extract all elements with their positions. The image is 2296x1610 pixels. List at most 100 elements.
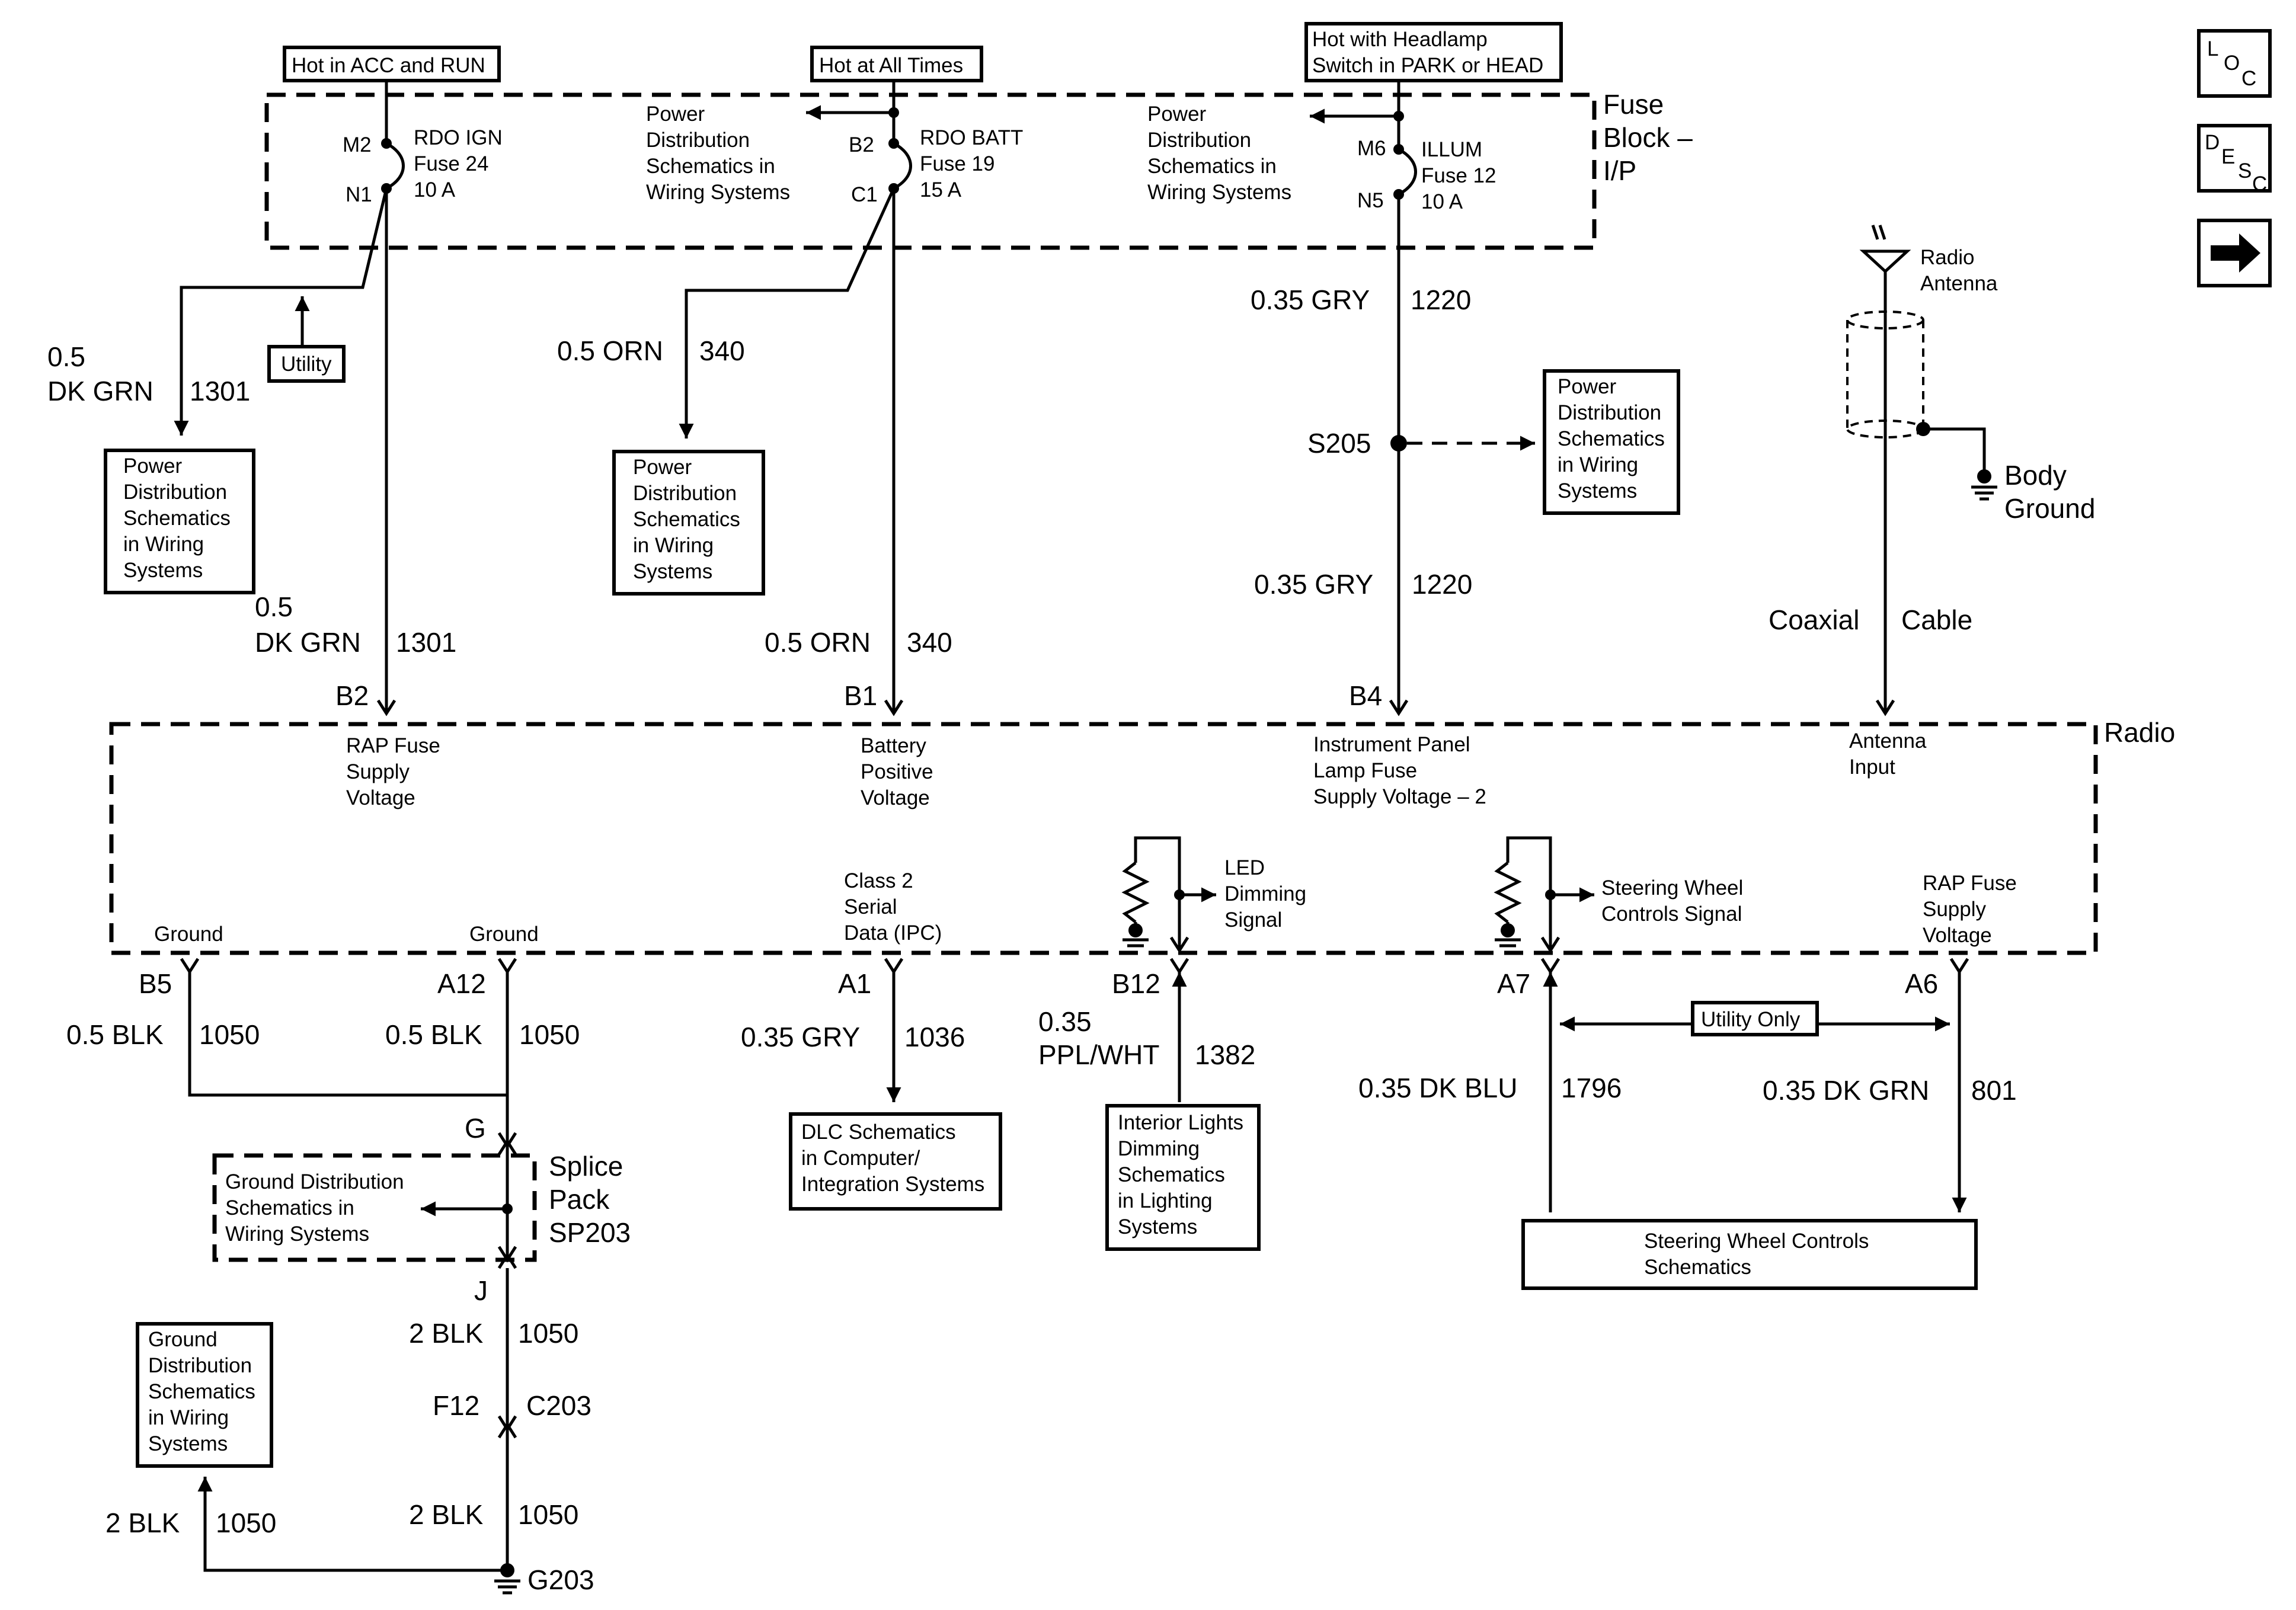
wire-1301-size: 0.5 xyxy=(255,591,293,622)
svg-text:L: L xyxy=(2207,37,2218,60)
pd-box-3-line: Systems xyxy=(1558,479,1637,502)
power-source-acc-run: Hot in ACC and RUN xyxy=(292,54,485,77)
interior-lights-box xyxy=(1105,1104,1261,1251)
wire-1301-circuit: 1301 xyxy=(396,627,456,658)
battery-positive-label: Battery xyxy=(861,734,926,757)
wire-2blk-2-circuit: 1050 xyxy=(518,1499,578,1530)
ground-dist-2-line: Distribution xyxy=(148,1354,252,1377)
radio-pin-b4: B4 xyxy=(1349,680,1382,711)
class2-label: Data (IPC) xyxy=(844,921,942,945)
pin-c1: C1 xyxy=(851,183,878,206)
class2-label: Serial xyxy=(844,895,897,918)
svg-text:Schematics in: Schematics in xyxy=(646,155,775,178)
dlc-box-line: DLC Schematics xyxy=(801,1121,956,1144)
antenna-label-2: Antenna xyxy=(1920,272,1998,295)
ground-dist-2-box xyxy=(136,1322,273,1468)
rap-fuse-supply-label: Voltage xyxy=(346,786,415,809)
ip-lamp-label: Instrument Panel xyxy=(1313,733,1470,756)
power-source-headlamp-1: Hot with Headlamp xyxy=(1312,28,1488,51)
body-ground-label-2: Ground xyxy=(2004,493,2095,524)
wire-1220-b-circuit: 1220 xyxy=(1412,569,1472,600)
interior-box-line: in Lighting xyxy=(1118,1189,1213,1212)
connector-c203 xyxy=(497,1415,517,1439)
loc-button[interactable]: L O C xyxy=(2197,29,2272,98)
fuse-illum-label-3: 10 A xyxy=(1421,190,1463,213)
antenna-input-label: Input xyxy=(1849,756,1895,779)
rap-fuse-supply-label: Supply xyxy=(346,760,410,783)
fuse-rdo-batt-label-2: Fuse 19 xyxy=(920,152,994,175)
next-button[interactable] xyxy=(2197,219,2272,287)
wire-2blk-1-size-color: 2 BLK xyxy=(409,1318,484,1349)
right-arrow-icon xyxy=(2211,233,2260,273)
splice-pack-label-2: Pack xyxy=(549,1184,610,1215)
pd-box-3 xyxy=(1543,369,1680,515)
interior-box-line: Schematics xyxy=(1118,1163,1225,1186)
ground-dist-2-line: Systems xyxy=(148,1432,228,1455)
pd-box-3-line: in Wiring xyxy=(1558,453,1638,476)
wire-801-size-color: 0.35 DK GRN xyxy=(1763,1075,1929,1106)
ground-dist-1-line: Wiring Systems xyxy=(225,1222,369,1246)
dlc-box-line: in Computer/ xyxy=(801,1147,920,1170)
svg-text:E: E xyxy=(2221,145,2235,168)
swc-box xyxy=(1521,1219,1978,1290)
svg-text:Schematics in: Schematics in xyxy=(1147,155,1277,178)
rap-fuse-supply-2-label: Voltage xyxy=(1923,924,1992,947)
body-ground-label-1: Body xyxy=(2004,460,2067,491)
wire-2blk-3-circuit: 1050 xyxy=(216,1507,276,1538)
fuse-rdo-batt: B2 C1 RDO BATT Fuse 19 15 A xyxy=(806,81,1023,206)
splice-s205-dot xyxy=(1390,435,1407,452)
ip-lamp-label: Supply Voltage – 2 xyxy=(1313,785,1486,808)
desc-button[interactable]: D E S C xyxy=(2197,124,2272,196)
power-source-headlamp-2: Switch in PARK or HEAD xyxy=(1312,54,1543,77)
wire-1220-b-size-color: 0.35 GRY xyxy=(1254,569,1373,600)
coax-label-2: Cable xyxy=(1901,604,1972,635)
led-dimming-label: Dimming xyxy=(1224,882,1306,905)
fuse-rdo-ign: M2 N1 RDO IGN Fuse 24 10 A xyxy=(343,81,503,206)
wire-1036-circuit: 1036 xyxy=(904,1022,965,1052)
utility-only-label: Utility Only xyxy=(1701,1008,1801,1031)
ip-lamp-label: Lamp Fuse xyxy=(1313,759,1417,782)
dlc-box-line: Integration Systems xyxy=(801,1173,984,1196)
wire-1382-color: PPL/WHT xyxy=(1038,1039,1159,1070)
pin-b2-fuse: B2 xyxy=(849,133,874,156)
interior-box-line: Systems xyxy=(1118,1215,1197,1238)
wire-1796-circuit: 1796 xyxy=(1561,1073,1622,1103)
svg-text:C: C xyxy=(2241,67,2256,90)
svg-text:Power: Power xyxy=(1147,103,1207,126)
splice-s205: S205 xyxy=(1307,428,1371,459)
battery-positive-label: Voltage xyxy=(861,786,930,809)
g203-ground-icon xyxy=(494,1563,520,1595)
pd-box-2-line: Schematics xyxy=(633,508,740,531)
splice-pack-boundary xyxy=(212,1153,537,1262)
svg-text:Wiring Systems: Wiring Systems xyxy=(646,181,790,204)
radio-pin-a6: A6 xyxy=(1905,968,1938,999)
splice-pack-label-1: Splice xyxy=(549,1151,623,1182)
wire-2blk-2-size-color: 2 BLK xyxy=(409,1499,484,1530)
dlc-box xyxy=(789,1112,1002,1211)
wire-340-branch-circuit: 340 xyxy=(699,335,745,366)
svg-text:S: S xyxy=(2238,159,2252,183)
power-source-acc-run-box xyxy=(283,46,501,82)
pin-n5: N5 xyxy=(1357,189,1384,212)
pd-reference-2: Power Distribution Schematics in Wiring … xyxy=(1147,103,1291,204)
connector-c203-label: C203 xyxy=(526,1390,591,1421)
connector-c203-pin: F12 xyxy=(433,1390,479,1421)
wire-1050-a12-circuit: 1050 xyxy=(519,1019,580,1050)
wire-1301-color: DK GRN xyxy=(255,627,361,658)
wire-1301-branch xyxy=(174,188,388,436)
wire-2blk-3 xyxy=(197,1477,507,1572)
pd-box-3-line: Distribution xyxy=(1558,401,1661,424)
pd-box-1-line: in Wiring xyxy=(123,533,204,556)
fuse-rdo-batt-label-3: 15 A xyxy=(920,178,962,201)
fuse-block-boundary xyxy=(264,92,1597,250)
radio-pin-a7: A7 xyxy=(1497,968,1530,999)
fuse-block-title-1: Fuse xyxy=(1603,89,1664,120)
radio-pin-b2: B2 xyxy=(335,680,369,711)
svg-text:Distribution: Distribution xyxy=(1147,129,1251,152)
pd-box-3-line: Schematics xyxy=(1558,427,1665,450)
top-connectors xyxy=(376,699,1895,716)
ground-g203: G203 xyxy=(527,1564,594,1595)
utility-only-box xyxy=(1691,1001,1819,1036)
radio-pin-b1: B1 xyxy=(844,680,877,711)
svg-text:Wiring Systems: Wiring Systems xyxy=(1147,181,1291,204)
